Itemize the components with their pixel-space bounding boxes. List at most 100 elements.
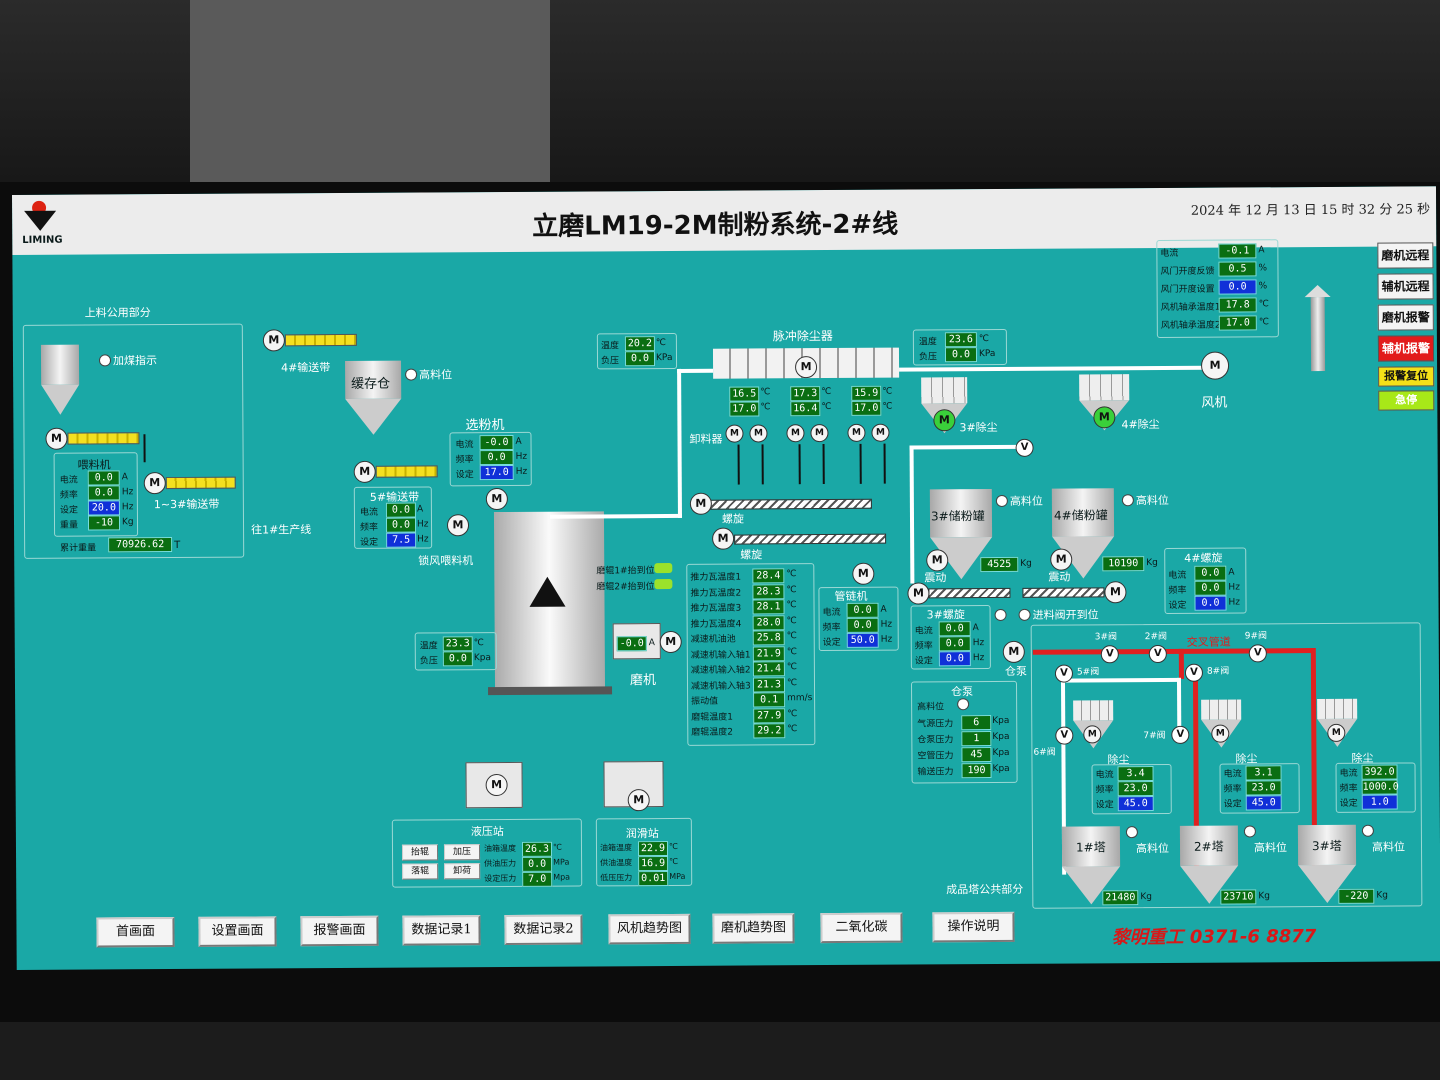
mill-temp-value: 21.9 [752, 645, 785, 661]
screw4-set-input[interactable]: 0.0 [1194, 595, 1227, 611]
screw3-freq-label: 频率 [914, 641, 933, 652]
product-section-label: 成品塔公共部分 [946, 882, 1024, 897]
down-arrow-icon [883, 443, 886, 484]
fan-row-label: 电流 [1160, 248, 1179, 259]
coal-indicator-light [98, 354, 112, 367]
belt13-motor-icon[interactable]: M [143, 472, 166, 495]
fan-damper-set-input[interactable]: 0.0 [1218, 279, 1257, 295]
lube-row-unit: ℃ [669, 856, 679, 866]
stop-button[interactable]: 急停 [1378, 390, 1435, 411]
dust3-motor-icon[interactable]: M [933, 409, 956, 432]
discharge-motor-icon[interactable]: M [871, 423, 890, 442]
tower-level-light [1243, 825, 1256, 838]
belt5-set-input[interactable]: 7.5 [386, 532, 417, 548]
valve-label: 5#阀 [1076, 667, 1100, 678]
valve-icon[interactable]: V [1184, 663, 1203, 682]
hydraulic-motor-icon[interactable]: M [485, 773, 508, 797]
valve-top-icon[interactable]: V [1015, 438, 1034, 457]
lift-roller-button[interactable]: 抬辊 [401, 844, 439, 861]
nav-button-0[interactable]: 首画面 [96, 917, 175, 948]
valve-icon[interactable]: V [1100, 645, 1119, 664]
lock-feeder-motor-icon[interactable]: M [446, 514, 470, 537]
classifier-set-input[interactable]: 17.0 [479, 464, 514, 481]
chain-motor-icon[interactable]: M [852, 562, 875, 585]
fan-label: 风机 [1201, 395, 1228, 411]
feed-section-label: 上料公用部分 [84, 306, 151, 320]
screw3-set-input[interactable]: 0.0 [938, 651, 971, 667]
pump-motor-icon[interactable]: M [1002, 640, 1025, 663]
drop-roller-button[interactable]: 落辊 [402, 863, 439, 880]
nav-button-4[interactable]: 数据记录2 [504, 914, 583, 946]
screw3-set-unit: Hz [972, 653, 985, 664]
fan-motor-icon[interactable]: M [1200, 351, 1230, 380]
valve-icon[interactable]: V [1248, 644, 1267, 663]
pump-label: 仓泵 [1004, 664, 1027, 678]
valve-icon[interactable]: V [1054, 664, 1073, 683]
press-button[interactable]: 加压 [443, 844, 481, 861]
mill-temp-label: 振动值 [691, 696, 719, 707]
valve-icon[interactable]: V [1055, 726, 1074, 745]
nav-button-5[interactable]: 风机趋势图 [608, 913, 691, 945]
belt5-motor-icon[interactable]: M [353, 460, 376, 483]
mill-motor-icon[interactable]: M [659, 630, 682, 654]
lube-motor-icon[interactable]: M [627, 789, 650, 812]
aux-remote-button[interactable]: 辅机远程 [1377, 273, 1434, 300]
chain-current-unit: A [880, 604, 887, 615]
tank4-vibrate-icon[interactable]: M [1050, 548, 1073, 571]
collector-row-value[interactable]: 1.0 [1361, 794, 1398, 810]
nav-button-2[interactable]: 报警画面 [300, 915, 379, 947]
tower-level-label: 高料位 [1135, 841, 1170, 856]
feeder-set-input[interactable]: 20.0 [87, 500, 120, 516]
feeder-motor-icon[interactable]: M [45, 427, 68, 450]
alarm-reset-button[interactable]: 报警复位 [1378, 366, 1435, 387]
collector-row-value[interactable]: 45.0 [1245, 795, 1282, 811]
tower-level-label: 高料位 [1253, 841, 1288, 855]
nav-button-6[interactable]: 磨机趋势图 [712, 913, 795, 944]
valve-label: 8#阀 [1206, 666, 1230, 677]
roller2-status-light [654, 578, 673, 590]
roller1-status-label: 磨辊1#抬到位 [596, 566, 655, 577]
collector-motor-icon[interactable]: M [1327, 723, 1346, 742]
screw4-motor-icon[interactable]: M [1104, 581, 1127, 604]
tower-weight-value: 23710 [1220, 889, 1257, 905]
valve-icon[interactable]: V [1171, 725, 1190, 744]
screw3-motor-icon[interactable]: M [907, 582, 930, 605]
nav-button-8[interactable]: 操作说明 [932, 911, 1015, 943]
classifier-motor-icon[interactable]: M [485, 487, 508, 511]
nav-button-1[interactable]: 设置画面 [198, 916, 277, 947]
mill-remote-button[interactable]: 磨机远程 [1377, 242, 1434, 269]
screw-conveyor-1 [709, 498, 872, 510]
mill-temp-label: 推力瓦温度2 [690, 588, 742, 599]
pulse-collector-motor-icon[interactable]: M [794, 356, 818, 379]
fan-row-unit: A [1258, 245, 1265, 256]
screw1-motor-icon[interactable]: M [689, 492, 712, 515]
discharge-motor-icon[interactable]: M [810, 424, 829, 443]
collector-row-value[interactable]: 45.0 [1117, 796, 1154, 812]
discharge-motor-icon[interactable]: M [786, 424, 805, 443]
discharge-motor-icon[interactable]: M [749, 424, 768, 443]
air-pipe-vertical [677, 368, 682, 518]
collector-motor-icon[interactable]: M [1211, 724, 1230, 743]
tank3-vibrate-icon[interactable]: M [926, 549, 949, 572]
screw2-motor-icon[interactable]: M [712, 527, 735, 550]
feeder-freq-unit: Hz [121, 487, 134, 498]
total-weight-label: 累计重量 [60, 543, 97, 554]
outlet-press-value: 0.0 [944, 347, 978, 363]
mill-temp-unit: ℃ [787, 708, 798, 719]
screw3-conveyor [928, 587, 1011, 599]
nav-button-7[interactable]: 二氧化碳 [820, 912, 903, 944]
collector-motor-icon[interactable]: M [1083, 725, 1102, 744]
inlet-temp-label: 温度 [600, 341, 619, 352]
dust4-motor-icon[interactable]: M [1093, 406, 1116, 429]
belt4-motor-icon[interactable]: M [262, 329, 285, 352]
nav-button-3[interactable]: 数据记录1 [402, 915, 481, 946]
mill-alarm-button[interactable]: 磨机报警 [1377, 304, 1434, 331]
discharge-motor-icon[interactable]: M [847, 423, 866, 442]
discharge-motor-icon[interactable]: M [725, 424, 744, 443]
aux-alarm-button[interactable]: 辅机报警 [1377, 335, 1435, 362]
valve-icon[interactable]: V [1148, 644, 1167, 664]
mill-temp-unit: ℃ [786, 615, 797, 626]
chain-set-input[interactable]: 50.0 [846, 632, 879, 648]
unload-button[interactable]: 卸荷 [444, 863, 481, 880]
fan-row-value: -0.1 [1218, 243, 1257, 259]
